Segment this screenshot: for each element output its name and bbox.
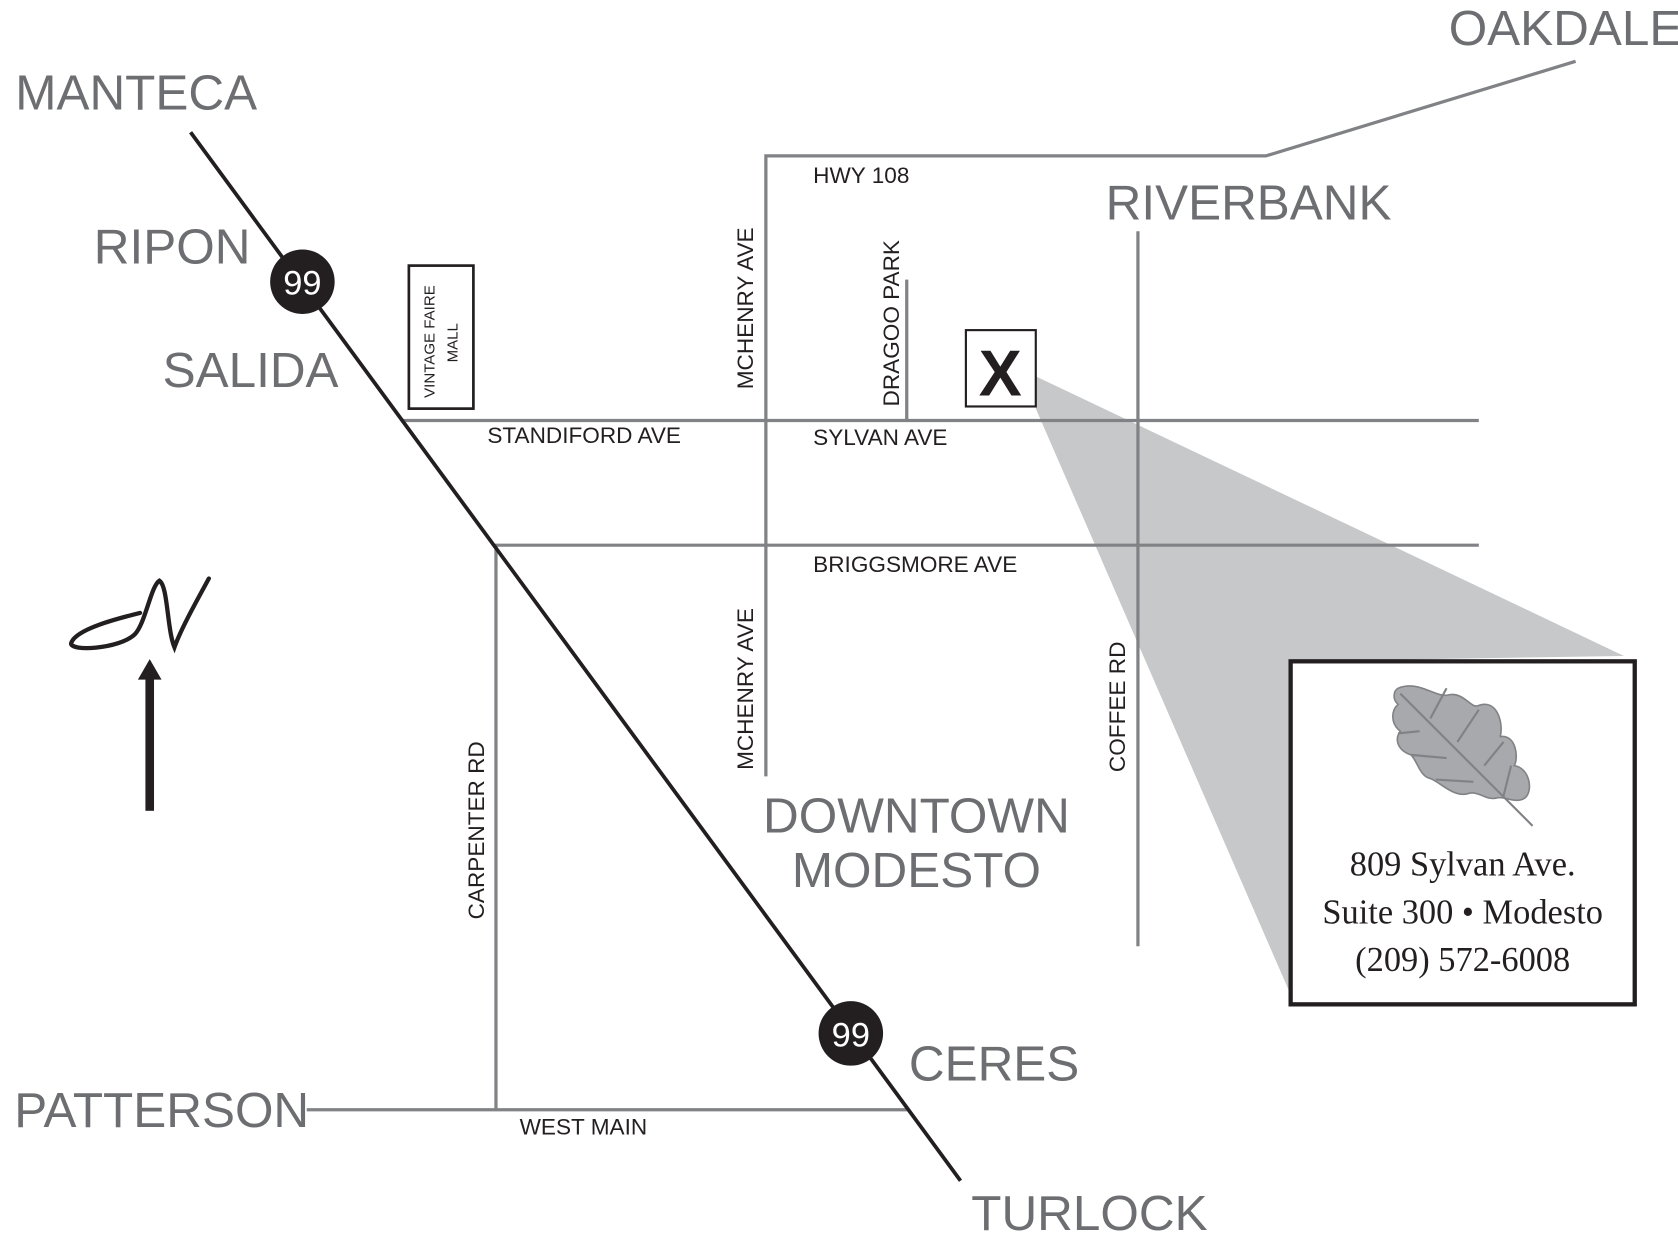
north-arrow-icon — [137, 659, 162, 680]
label-west-main: WEST MAIN — [520, 1114, 648, 1139]
oak-leaf-icon — [1391, 685, 1534, 827]
svg-text:MALL: MALL — [444, 323, 461, 362]
svg-text:VINTAGE FAIRE: VINTAGE FAIRE — [422, 285, 439, 398]
address-street: 809 Sylvan Ave. — [1350, 845, 1576, 883]
address-suite-city: Suite 300 • Modesto — [1322, 894, 1603, 932]
city-manteca: MANTECA — [15, 66, 257, 121]
label-sylvan: SYLVAN AVE — [813, 425, 947, 450]
label-carpenter: CARPENTER RD — [464, 741, 489, 919]
svg-text:99: 99 — [832, 1016, 870, 1054]
highway-shield-south: 99 — [818, 1001, 884, 1066]
label-coffee: COFFEE RD — [1105, 642, 1130, 772]
label-dragoo-park: DRAGOO PARK — [879, 240, 904, 406]
label-hwy108: HWY 108 — [813, 163, 909, 188]
destination-marker: X — [964, 329, 1037, 410]
callout-wedge — [1035, 376, 1624, 995]
label-mchenry-south: MCHENRY AVE — [733, 608, 758, 770]
label-mchenry-north: MCHENRY AVE — [733, 227, 758, 389]
address-phone: (209) 572-6008 — [1355, 941, 1570, 979]
label-standiford: STANDIFORD AVE — [487, 423, 681, 448]
city-downtown: DOWNTOWN — [763, 788, 1070, 843]
vintage-faire-mall: VINTAGE FAIRE MALL — [407, 264, 475, 410]
svg-text:99: 99 — [283, 265, 321, 303]
hwy108-road — [764, 59, 1577, 777]
city-riverbank: RIVERBANK — [1106, 175, 1392, 230]
north-compass — [69, 576, 212, 811]
city-oakdale: OAKDALE — [1449, 1, 1678, 56]
north-n-icon — [69, 576, 212, 654]
svg-text:X: X — [979, 338, 1022, 410]
label-briggsmore: BRIGGSMORE AVE — [813, 552, 1017, 577]
city-turlock: TURLOCK — [971, 1186, 1207, 1241]
streets — [306, 59, 1577, 1112]
city-modesto: MODESTO — [792, 843, 1041, 898]
address-box: 809 Sylvan Ave. Suite 300 • Modesto (209… — [1288, 659, 1637, 1007]
city-ceres: CERES — [909, 1037, 1079, 1092]
highway-shield-north: 99 — [270, 249, 335, 314]
city-salida: SALIDA — [163, 343, 339, 398]
city-ripon: RIPON — [94, 219, 251, 274]
city-patterson: PATTERSON — [14, 1083, 309, 1138]
